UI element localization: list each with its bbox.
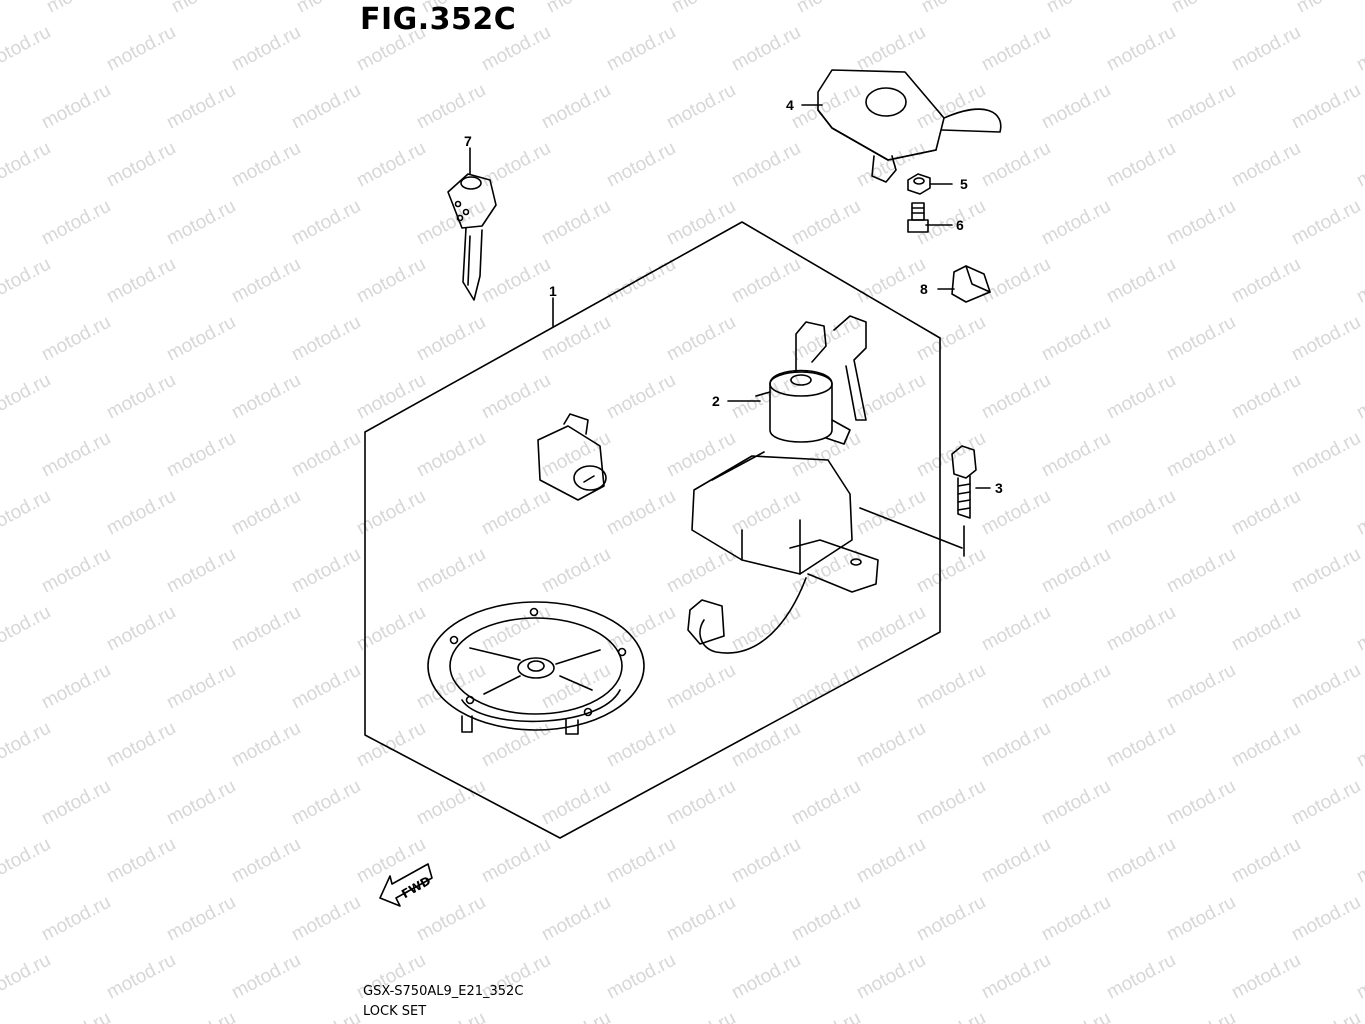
fwd-arrow-icon: [379, 863, 433, 907]
section-name: LOCK SET: [363, 1004, 427, 1019]
seat-lock-cylinder: [537, 413, 607, 501]
callout-8: 8: [920, 281, 928, 297]
figure-title: FIG.352C: [360, 2, 517, 37]
callout-2: 2: [712, 393, 720, 409]
model-code: GSX-S750AL9_E21_352C: [363, 984, 524, 999]
antenna-part: [817, 69, 1002, 183]
callout-1: 1: [549, 283, 557, 299]
callout-5: 5: [960, 176, 968, 192]
callout-3: 3: [995, 480, 1003, 496]
callout-4: 4: [786, 97, 794, 113]
nut-part: [907, 173, 931, 195]
clamp-part: [951, 265, 991, 303]
callout-7: 7: [464, 133, 472, 149]
callout-6: 6: [956, 217, 964, 233]
screw-part: [907, 202, 929, 233]
key-part: [447, 173, 497, 301]
fuel-cap-part: [427, 601, 645, 735]
lock-set-frame: [364, 221, 941, 839]
ignition-switch-part: [687, 315, 879, 654]
bolt-part: [859, 445, 977, 557]
